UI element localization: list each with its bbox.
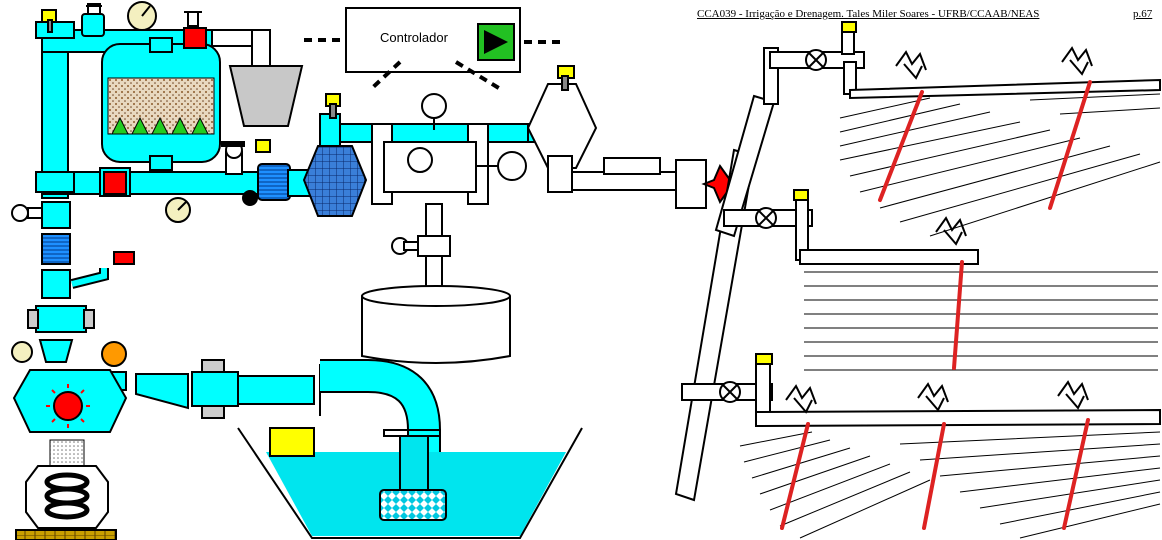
filter-station — [35, 1, 368, 223]
field-ground-lines — [739, 93, 1161, 539]
red-valve-bottom — [103, 171, 127, 195]
main-line — [526, 47, 779, 502]
fertilizer-tank — [361, 285, 511, 307]
screen-filter — [302, 145, 368, 217]
red-valve-top — [183, 27, 207, 49]
controller-label: Controlador — [380, 30, 449, 45]
fertilizer-injector — [319, 93, 548, 364]
course-header: CCA039 - Irrigação e Drenagem. Tales Mil… — [697, 8, 1040, 20]
sand-filter-tank — [101, 37, 221, 171]
foot-valve-strainer — [379, 489, 447, 521]
fertilizer-funnel — [228, 65, 304, 127]
lateral-line-1 — [769, 21, 1161, 100]
suction-line — [135, 359, 441, 470]
controller-box: Controlador — [304, 7, 566, 92]
lateral-line-2 — [723, 189, 979, 265]
pump-impeller-icon — [53, 391, 83, 421]
disc-filter — [257, 163, 291, 201]
water-reservoir — [237, 427, 583, 539]
drip-emitter-lines — [780, 80, 1092, 530]
page-number: p.67 — [1133, 8, 1153, 20]
pump-column — [11, 201, 135, 540]
emitter-sprinklers — [785, 46, 1093, 414]
lateral-line-3 — [681, 353, 1161, 428]
